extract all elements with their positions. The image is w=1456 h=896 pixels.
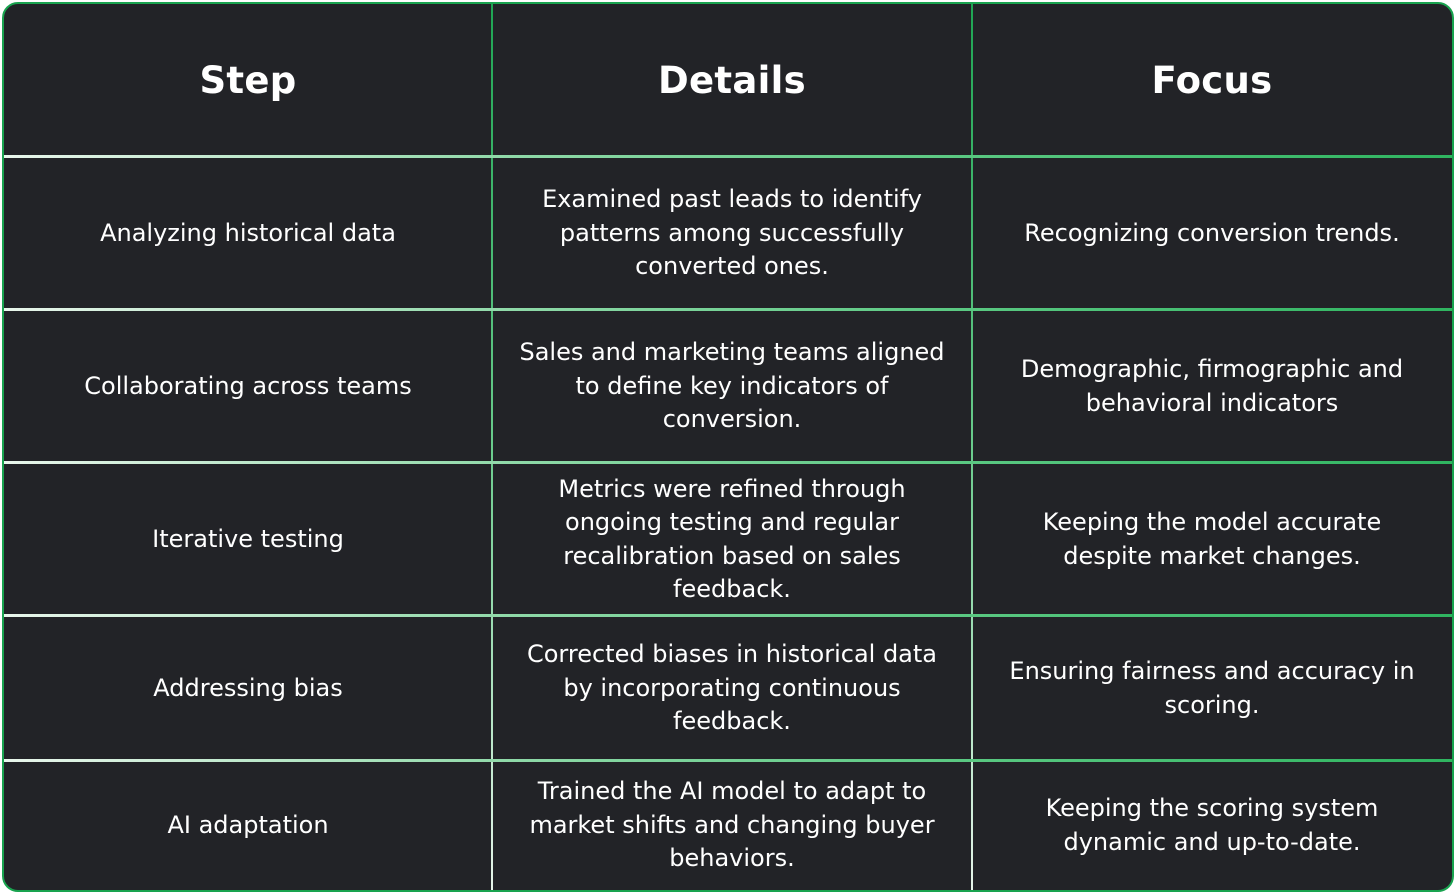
header-step: Step	[199, 59, 297, 102]
row-3-details: Metrics were refined through ongoing tes…	[558, 474, 906, 604]
row-5-focus: Keeping the scoring system dynamic and u…	[1045, 794, 1379, 856]
row-5-step: AI adaptation	[167, 810, 329, 839]
row-2-details: Sales and marketing teams aligned to def…	[519, 338, 945, 434]
row-divider	[4, 155, 1452, 158]
row-1-details: Examined past leads to identify patterns…	[542, 185, 922, 281]
row-divider	[4, 759, 1452, 762]
row-5-details: Trained the AI model to adapt to market …	[529, 777, 935, 873]
column-divider	[491, 4, 493, 890]
header-focus: Focus	[1151, 59, 1273, 102]
header-details: Details	[658, 59, 806, 102]
row-1-focus: Recognizing conversion trends.	[1024, 218, 1400, 247]
row-2-focus: Demographic, firmographic and behavioral…	[1020, 355, 1404, 417]
row-3-focus: Keeping the model accurate despite marke…	[1042, 508, 1382, 570]
row-3-step: Iterative testing	[152, 524, 344, 553]
row-1-step: Analyzing historical data	[100, 218, 396, 247]
row-divider	[4, 308, 1452, 311]
row-divider	[4, 614, 1452, 617]
column-divider	[971, 4, 973, 890]
row-4-step: Addressing bias	[153, 673, 343, 702]
table-grid: Step Details Focus Analyzing historical …	[4, 4, 1452, 890]
row-divider	[4, 461, 1452, 464]
row-4-focus: Ensuring fairness and accuracy in scorin…	[1009, 657, 1415, 719]
row-2-step: Collaborating across teams	[84, 371, 412, 400]
row-4-details: Corrected biases in historical data by i…	[526, 640, 937, 736]
